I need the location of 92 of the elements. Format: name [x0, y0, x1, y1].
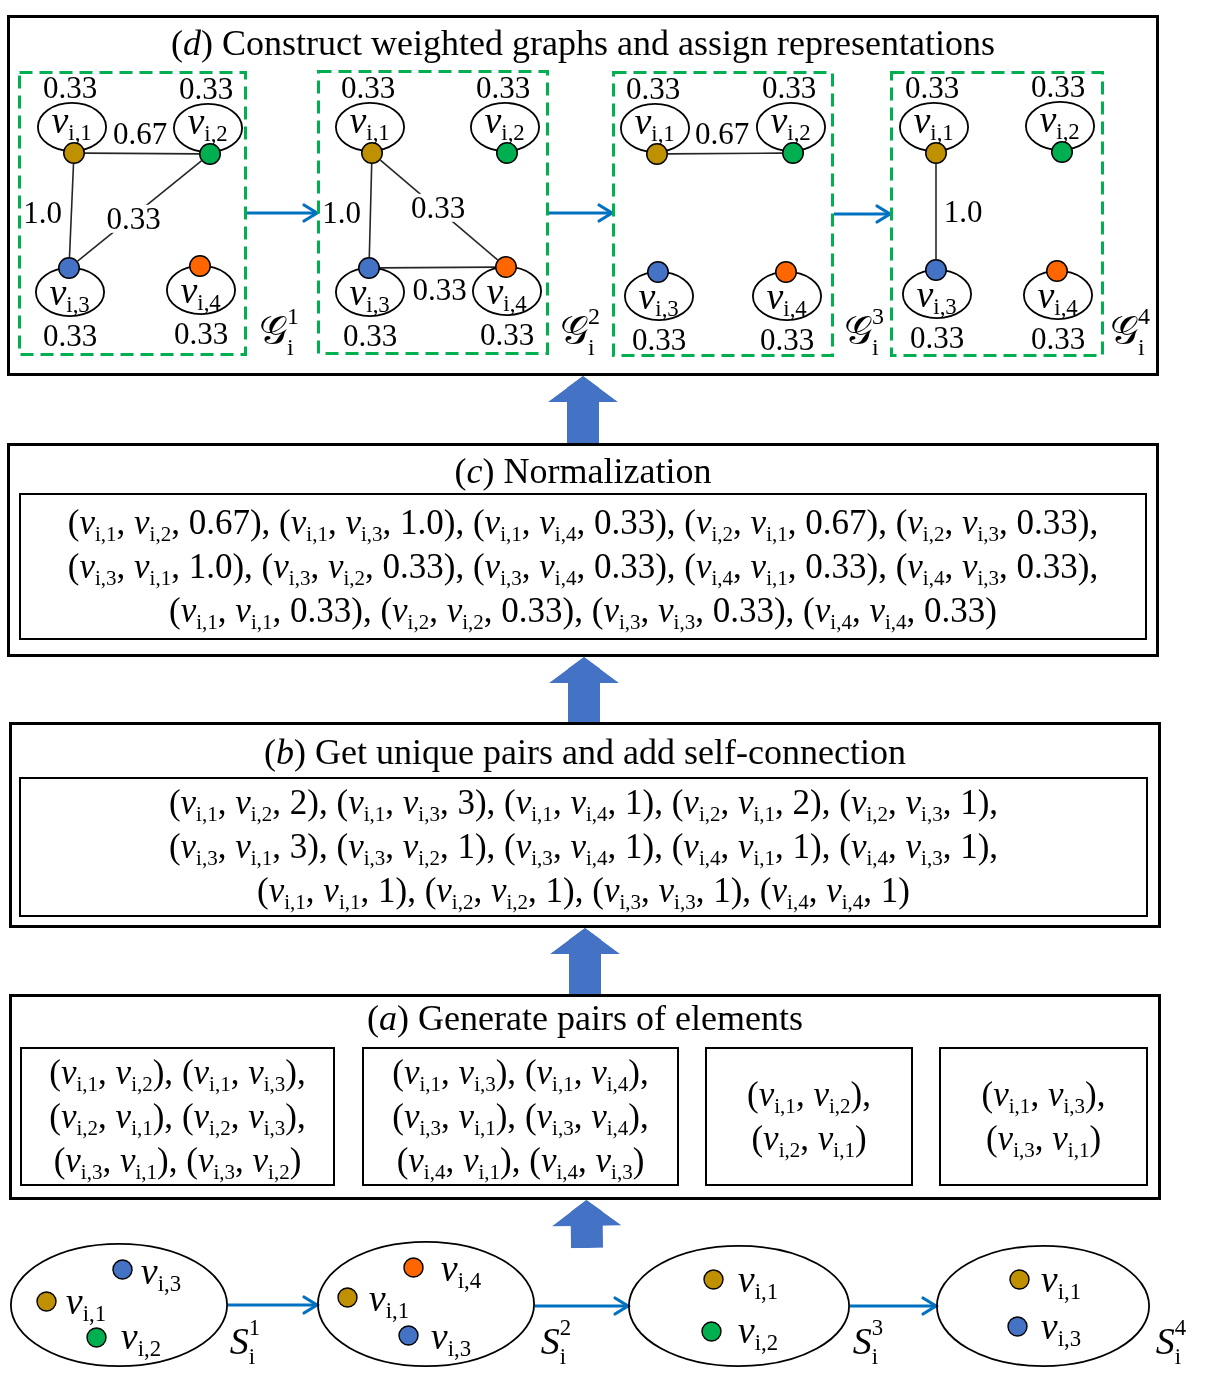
vertex-label: v$_{i,2}$ — [769, 100, 812, 148]
element-label: v$_{i,2}$ — [737, 1310, 780, 1358]
vertex-dot — [189, 255, 211, 277]
tuple-list: (v$_{i,1}$, v$_{i,2}$), (v$_{i,1}$, v$_{i,3}$), (v$_{i,2}$, v$_{i,1}$), (v$_{i,2}$, v$_{i,3}$), (v$_{i,3}$, v$_{i,1}$), (v$_{i,3}$, v$_{i,2}$) — [25, 1050, 330, 1183]
element-label: v$_{i,1}$ — [737, 1259, 780, 1307]
element-label: v$_{i,3}$ — [1040, 1306, 1083, 1354]
graph-edge — [379, 266, 496, 269]
vertex-dot — [58, 257, 80, 279]
tuple-box — [19, 777, 1148, 917]
block-arrow — [548, 376, 618, 443]
element-label: v$_{i,1}$ — [368, 1278, 411, 1326]
stage-panel — [9, 994, 1161, 1200]
weight-label: 0.33 — [625, 75, 681, 103]
panel-title: (a) Generate pairs of elements — [367, 999, 803, 1039]
vertex-label: v$_{i,4}$ — [765, 276, 808, 324]
vertex-label: v$_{i,4}$ — [179, 270, 222, 318]
weight-label: 0.33 — [909, 324, 965, 352]
element-label: v$_{i,3}$ — [430, 1316, 473, 1364]
element-label: v$_{i,3}$ — [140, 1251, 183, 1299]
vertex-dot — [358, 257, 380, 279]
tuple-list: (v$_{i,1}$, v$_{i,2}$, 2), (v$_{i,1}$, v$_{i,3}$, 3), (v$_{i,1}$, v$_{i,4}$, 1), (v$_{i,2}$, v$_{i,1}$, 2), (v$_{i,2}$, v$_{i,3}$, 1), (v$_{i,3}$, v$_{i,1}$, 3), (v$_{i,3}$, v$_{i,2}$, 1), (v$_{i,3}$, v$_{i,4}$, 1), (v$_{i,4}$, v$_{i,1}$, 1), (v$_{i,4}$, v$_{i,3}$, 1), (v$_{i,1}$, v$_{i,1}$, 1), (v$_{i,2}$, v$_{i,2}$, 1), (v$_{i,3}$, v$_{i,3}$, 1), (v$_{i,4}$, v$_{i,4}$, 1) — [103, 781, 1064, 913]
weight-label: 0.33 — [42, 322, 98, 350]
arrow — [850, 1296, 938, 1316]
graph-edge — [667, 152, 783, 155]
vertex-dot — [199, 143, 221, 165]
vertex-label: v$_{i,4}$ — [485, 271, 528, 319]
tuple-list: (v$_{i,1}$, v$_{i,2}$, 0.67), (v$_{i,1}$, v$_{i,3}$, 1.0), (v$_{i,1}$, v$_{i,4}$, 0.33), (v$_{i,2}$, v$_{i,1}$, 0.67), (v$_{i,2}$, v$_{i,3}$, 0.33), (v$_{i,3}$, v$_{i,1}$, 1.0), (v$_{i,3}$, v$_{i,2}$, 0.33), (v$_{i,3}$, v$_{i,4}$, 0.33), (v$_{i,4}$, v$_{i,1}$, 0.33), (v$_{i,4}$, v$_{i,3}$, 0.33), (v$_{i,1}$, v$_{i,1}$, 0.33), (v$_{i,2}$, v$_{i,2}$, 0.33), (v$_{i,3}$, v$_{i,3}$, 0.33), (v$_{i,4}$, v$_{i,4}$, 0.33) — [28, 500, 1138, 633]
element-label: v$_{i,1}$ — [1040, 1259, 1083, 1307]
block-arrow — [549, 657, 619, 722]
vertex-dot — [646, 143, 668, 165]
tuple-box — [705, 1047, 913, 1186]
vertex-dot — [1046, 260, 1068, 282]
block-arrow — [551, 1200, 622, 1249]
element-label: v$_{i,4}$ — [440, 1248, 483, 1296]
vertex-label: v$_{i,1}$ — [348, 100, 391, 148]
vertex-label: v$_{i,2}$ — [186, 101, 229, 149]
weight-label: 0.33 — [479, 321, 535, 349]
weight-label: 0.33 — [1030, 325, 1086, 353]
tuple-list: (v$_{i,1}$, v$_{i,3}$), (v$_{i,3}$, v$_{i,1}$) — [943, 1072, 1144, 1161]
graph-edge — [368, 163, 373, 258]
graph-edge — [84, 152, 200, 155]
block-arrow — [550, 928, 620, 994]
vertex-label: v$_{i,3}$ — [915, 274, 958, 322]
vertex-dot — [782, 142, 804, 164]
element-label: v$_{i,1}$ — [65, 1281, 108, 1329]
panel-title: (c) Normalization — [454, 452, 712, 492]
vertex-label: v$_{i,2}$ — [1038, 99, 1081, 147]
stage-panel — [9, 722, 1161, 928]
vertex-dot — [495, 256, 517, 278]
weight-label: 0.33 — [631, 326, 687, 354]
vertex-label: v$_{i,3}$ — [348, 272, 391, 320]
arrow — [534, 1296, 630, 1316]
vertex-dot — [925, 259, 947, 281]
weight-label: 0.33 — [759, 326, 815, 354]
vertex-label: v$_{i,3}$ — [48, 272, 91, 320]
arrow — [247, 203, 319, 223]
vertex-label: v$_{i,1}$ — [633, 101, 676, 149]
weight-label: 0.33 — [342, 322, 398, 350]
vertex-dot — [775, 261, 797, 283]
vertex-label: v$_{i,1}$ — [912, 100, 955, 148]
weight-label: 0.33 — [475, 74, 531, 102]
tuple-list: (v$_{i,1}$, v$_{i,3}$), (v$_{i,1}$, v$_{i,4}$), (v$_{i,3}$, v$_{i,1}$), (v$_{i,3}$, v$_{i,4}$), (v$_{i,4}$, v$_{i,1}$), (v$_{i,4}$, v$_{i,3}$) — [368, 1050, 673, 1183]
tuple-list: (v$_{i,1}$, v$_{i,2}$), (v$_{i,2}$, v$_{i,1}$) — [709, 1072, 909, 1161]
weight-label: 0.33 — [178, 75, 234, 103]
arrow — [228, 1295, 319, 1315]
weight-label: 0.33 — [1030, 73, 1086, 101]
vertex-dot — [361, 142, 383, 164]
graph-edge — [68, 163, 75, 258]
weight-label: 0.33 — [42, 74, 98, 102]
weight-label: 0.33 — [761, 74, 817, 102]
vertex-label: v$_{i,4}$ — [1036, 275, 1079, 323]
panel-title: (d) Construct weighted graphs and assign representations — [171, 24, 995, 64]
vertex-dot — [647, 261, 669, 283]
stage-panel — [7, 443, 1159, 657]
vertex-dot — [63, 142, 85, 164]
weight-label: 0.33 — [173, 320, 229, 348]
weight-label: 0.33 — [340, 74, 396, 102]
edge-label: 0.33 — [104, 204, 163, 234]
panel-title: (b) Get unique pairs and add self-connection — [264, 733, 906, 773]
vertex-label: v$_{i,3}$ — [637, 276, 680, 324]
vertex-label: v$_{i,1}$ — [50, 100, 93, 148]
element-label: v$_{i,2}$ — [120, 1316, 163, 1364]
weight-label: 0.33 — [904, 74, 960, 102]
vertex-label: v$_{i,2}$ — [483, 100, 526, 148]
tuple-box — [939, 1047, 1148, 1186]
vertex-dot — [925, 142, 947, 164]
arrow — [549, 203, 614, 223]
vertex-dot — [496, 142, 518, 164]
stage-panel — [7, 15, 1159, 376]
arrow — [834, 204, 892, 224]
graph-edge — [935, 163, 937, 260]
vertex-dot — [1051, 141, 1073, 163]
